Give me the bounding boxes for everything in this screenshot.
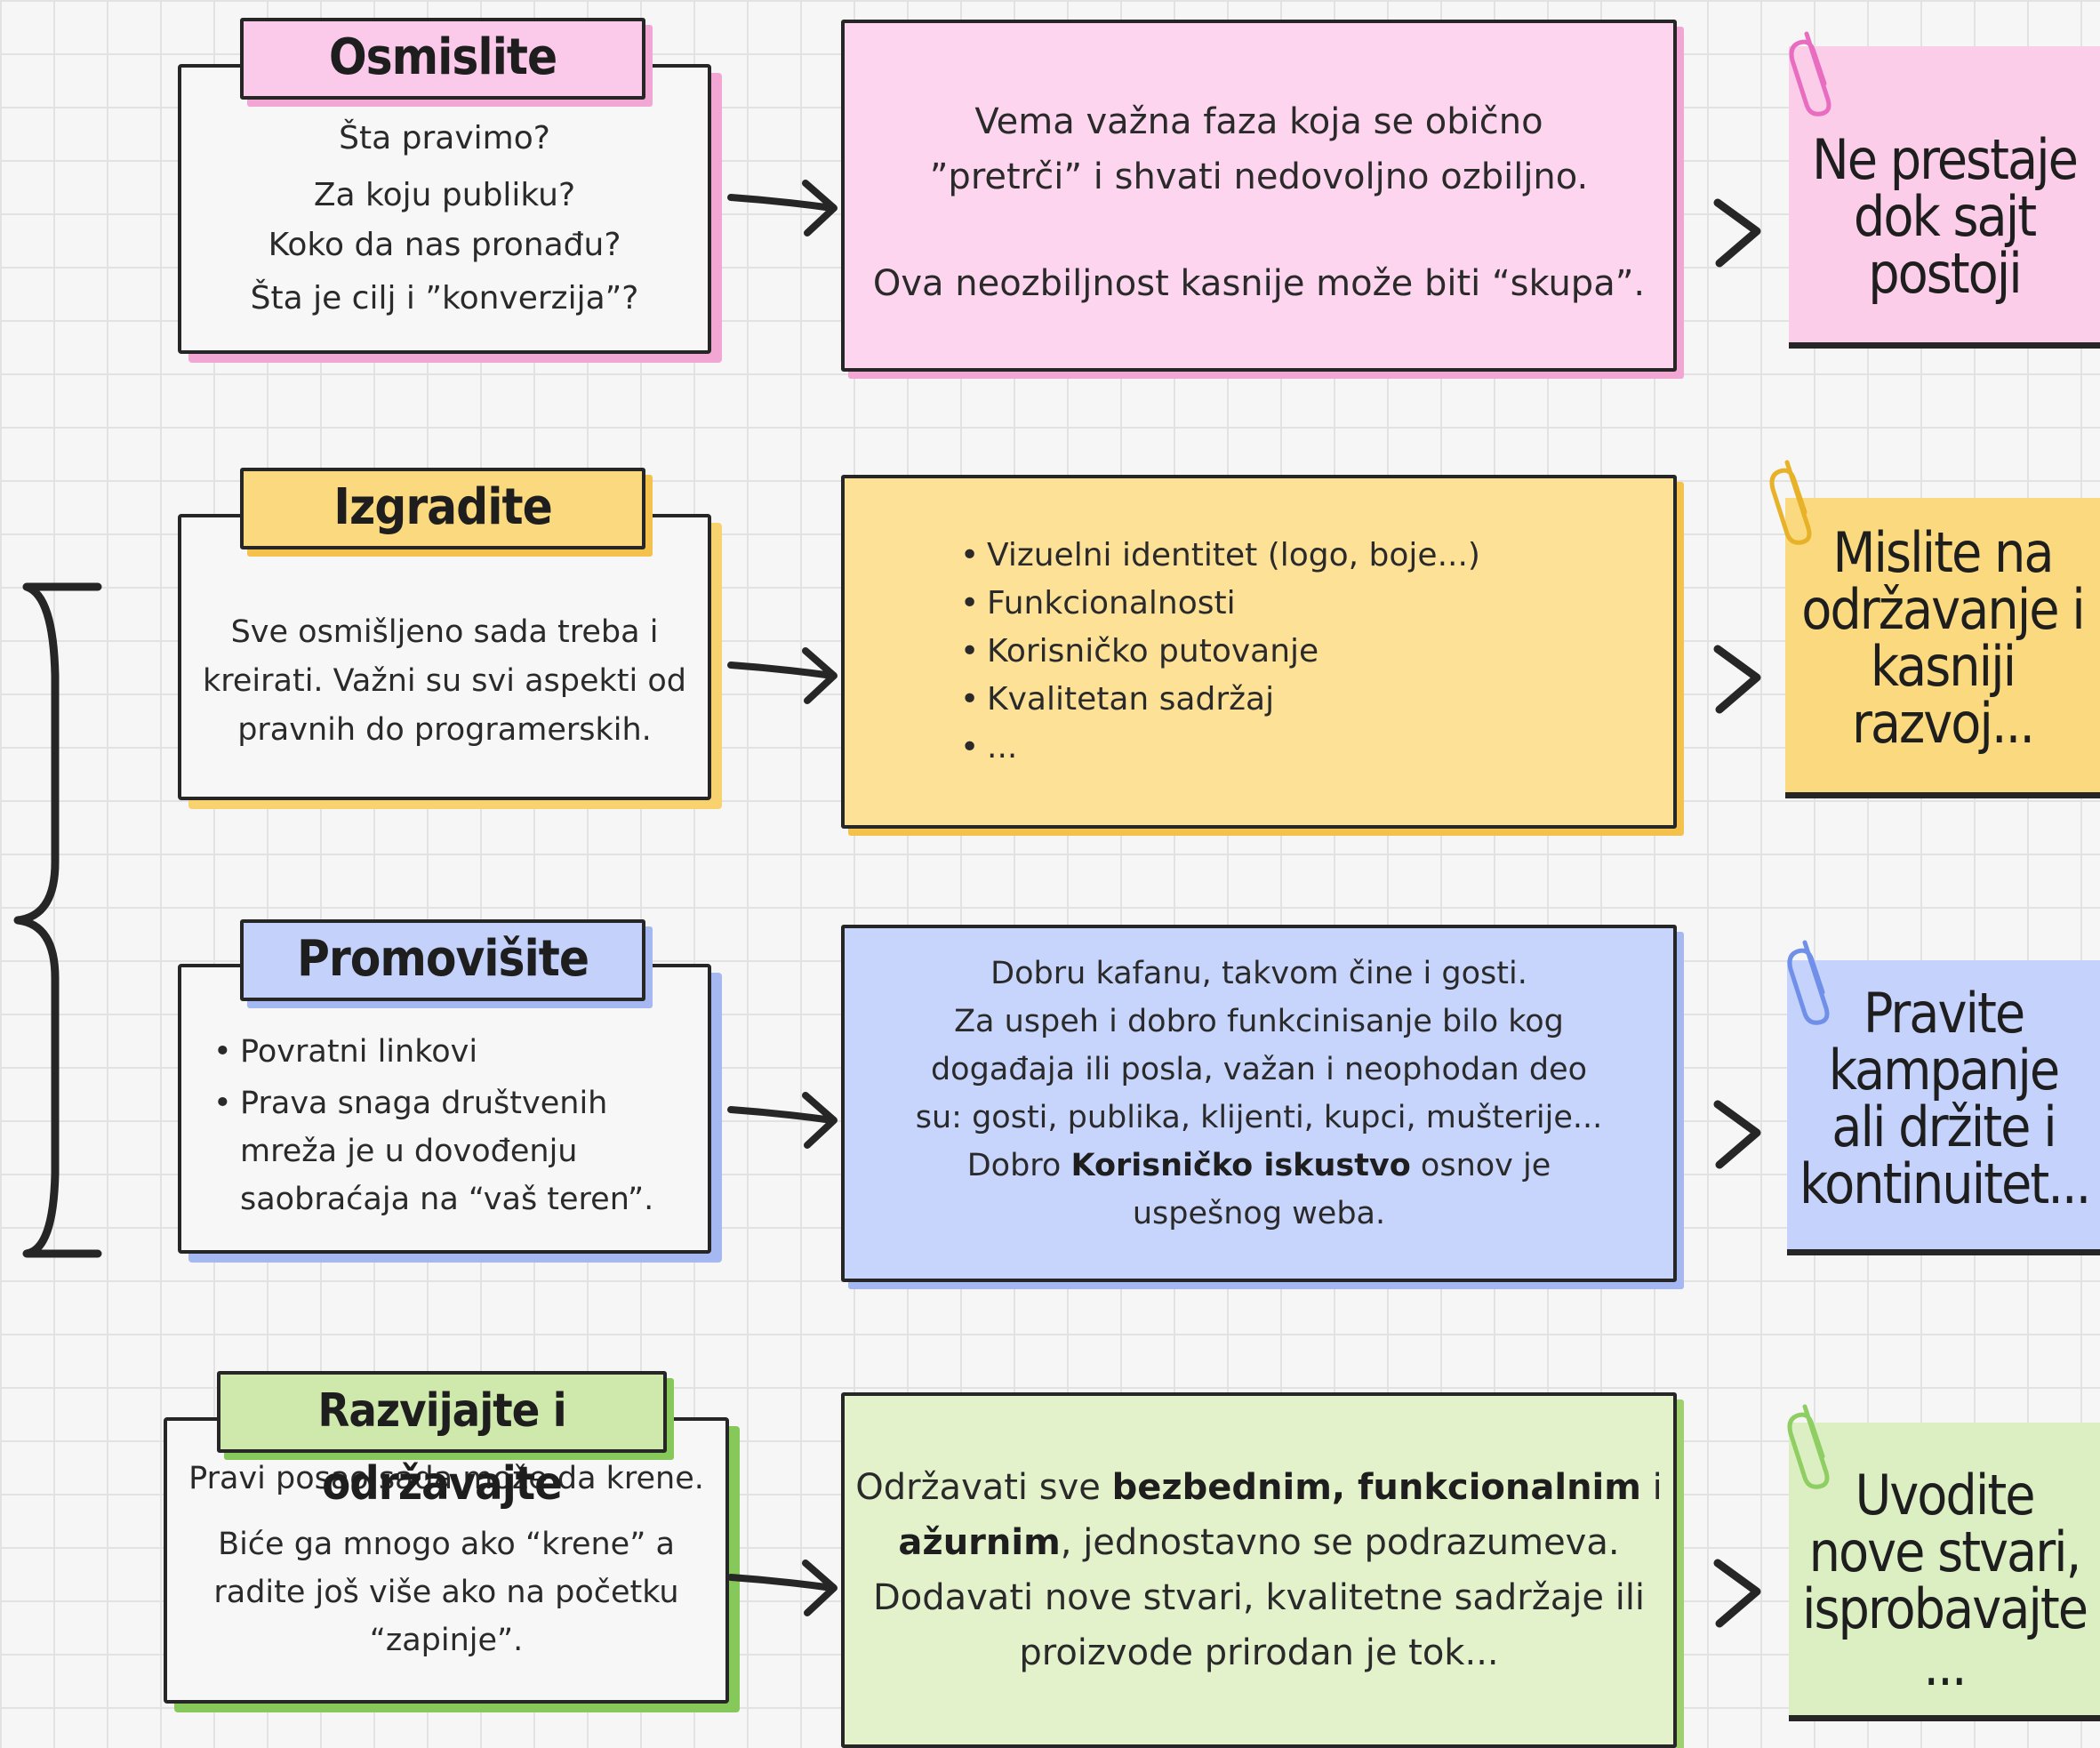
mid-line: Za uspeh i dobro funkcinisanje bilo kog	[954, 1004, 1564, 1039]
bold-text: ažurnim	[898, 1522, 1061, 1563]
sticky-note-razvijajte: Uvodite nove stvari, isprobavajte ...	[1789, 1423, 2100, 1721]
card-line: Za koju publiku?	[313, 177, 576, 213]
tab-izgradite: Izgradite	[240, 468, 645, 549]
arrow-right-icon	[727, 1092, 838, 1149]
chevron-right-icon	[1713, 645, 1761, 714]
chevron-right-icon	[1713, 198, 1761, 268]
bracket-icon	[13, 582, 102, 1258]
text-span: Dobro	[966, 1148, 1071, 1183]
text-span: i	[1640, 1467, 1663, 1508]
chevron-right-icon	[1713, 1100, 1761, 1169]
card-line: Šta je cilj i ”konverzija”?	[250, 280, 639, 317]
sticky-note-text: Ne prestaje dok sajt postoji	[1812, 127, 2079, 306]
card-line: “zapinje”.	[369, 1623, 524, 1658]
sticky-note-izgradite: Mislite na održavanje i kasniji razvoj..…	[1785, 498, 2100, 798]
mid-box-text: Vema važna faza koja se obično ”pretrči”…	[845, 94, 1673, 311]
sticky-note-promovisite: Pravite kampanje ali držite i kontinuite…	[1787, 960, 2100, 1255]
mid-box-izgradite: Vizuelni identitet (logo, boje...) Funkc…	[841, 475, 1677, 829]
tab-osmislite: Osmislite	[240, 18, 645, 100]
card-razvijajte: Pravi posao sada može da krene. Biće ga …	[164, 1417, 729, 1704]
arrow-right-icon	[727, 180, 838, 237]
sticky-note-text: Mislite na održavanje i kasniji razvoj..…	[1801, 520, 2085, 756]
text-span: , jednostavno se podrazumeva.	[1060, 1522, 1620, 1563]
list-item: Prava snaga društvenih mreža je u dovođe…	[208, 1079, 695, 1223]
mid-line: Vema važna faza koja se obično	[974, 101, 1543, 142]
paperclip-icon	[1769, 460, 1812, 545]
sticky-note-osmislite: Ne prestaje dok sajt postoji	[1789, 46, 2100, 349]
list-item: Funkcionalnosti	[955, 580, 1480, 628]
tab-label: Razvijajte i održavajte	[317, 1384, 566, 1511]
mid-box-promovisite: Dobru kafanu, takvom čine i gosti. Za us…	[841, 925, 1677, 1282]
arrow-right-icon	[727, 647, 838, 704]
mid-line: ažurnim, jednostavno se podrazumeva.	[845, 1515, 1673, 1570]
card-line: radite još više ako na početku	[213, 1575, 679, 1610]
mid-line: Dobru kafanu, takvom čine i gosti.	[990, 956, 1527, 991]
mid-line: Dodavati nove stvari, kvalitetne sadržaj…	[872, 1577, 1646, 1618]
text-span: osnov je	[1410, 1148, 1551, 1183]
arrow-right-icon	[727, 1560, 838, 1616]
chevron-right-icon	[1713, 1559, 1761, 1628]
tab-label: Promovišite	[296, 930, 589, 988]
card-line: pravnih do programerskih.	[237, 712, 652, 748]
mid-box-text: Održavati sve bezbednim, funkcionalnim i…	[845, 1460, 1673, 1680]
card-line: Koko da nas pronađu?	[268, 227, 621, 263]
list-item: ...	[955, 724, 1480, 772]
sticky-note-text: Uvodite nove stvari, isprobavajte ...	[1801, 1463, 2088, 1698]
bold-text: ,	[1331, 1467, 1359, 1508]
mid-line: uspešnog weba.	[1132, 1196, 1386, 1231]
card-osmislite-text: Šta pravimo? Za koju publiku? Koko da na…	[181, 114, 708, 324]
card-razvijajte-text: Pravi posao sada može da krene. Biće ga …	[167, 1455, 725, 1664]
list-item: Korisničko putovanje	[955, 628, 1480, 676]
card-line: kreirati. Važni su svi aspekti od	[202, 663, 686, 699]
mid-box-razvijajte: Održavati sve bezbednim, funkcionalnim i…	[841, 1392, 1677, 1748]
bold-text: funkcionalnim	[1358, 1467, 1641, 1508]
mid-bullet-list: Vizuelni identitet (logo, boje...) Funkc…	[955, 532, 1480, 772]
sticky-note-text: Pravite kampanje ali držite i kontinuite…	[1799, 981, 2091, 1216]
card-line: Biće ga mnogo ako “krene” a	[218, 1527, 675, 1562]
paperclip-icon	[1789, 31, 1831, 116]
card-promovisite: Povratni linkovi Prava snaga društvenih …	[178, 964, 711, 1254]
list-item: Kvalitetan sadržaj	[955, 676, 1480, 724]
card-osmislite: Šta pravimo? Za koju publiku? Koko da na…	[178, 64, 711, 354]
list-item: Vizuelni identitet (logo, boje...)	[955, 532, 1480, 580]
tab-razvijajte: Razvijajte i održavajte	[217, 1371, 667, 1511]
card-line: Pravi posao sada može da krene.	[188, 1461, 704, 1496]
mid-line: Dobro Korisničko iskustvo osnov je	[845, 1142, 1673, 1190]
mid-line: Održavati sve bezbednim, funkcionalnim i	[845, 1460, 1673, 1515]
mid-line: proizvode prirodan je tok...	[1019, 1632, 1499, 1673]
text-span: Održavati sve	[855, 1467, 1112, 1508]
mid-line: su: gosti, publika, klijenti, kupci, muš…	[915, 1100, 1603, 1135]
card-line: Sve osmišljeno sada treba i	[230, 614, 659, 650]
mid-box-osmislite: Vema važna faza koja se obično ”pretrči”…	[841, 20, 1677, 372]
card-izgradite: Sve osmišljeno sada treba i kreirati. Va…	[178, 514, 711, 800]
bold-text: bezbednim	[1111, 1467, 1332, 1508]
mid-line: Ova neozbiljnost kasnije može biti “skup…	[872, 263, 1646, 304]
paperclip-icon	[1787, 940, 1830, 1025]
mid-line: događaja ili posla, važan i neophodan de…	[930, 1052, 1588, 1087]
tab-label: Izgradite	[333, 478, 553, 536]
bold-text: Korisničko iskustvo	[1070, 1148, 1411, 1183]
card-bullet-list: Povratni linkovi Prava snaga društvenih …	[208, 1028, 695, 1223]
mid-line: ”pretrči” i shvati nedovoljno ozbiljno.	[929, 156, 1589, 197]
card-line: Šta pravimo?	[339, 120, 550, 156]
tab-promovisite: Promovišite	[240, 919, 645, 1001]
mid-box-text: Dobru kafanu, takvom čine i gosti. Za us…	[845, 950, 1673, 1238]
card-izgradite-text: Sve osmišljeno sada treba i kreirati. Va…	[181, 608, 708, 755]
paperclip-icon	[1787, 1404, 1830, 1489]
list-item: Povratni linkovi	[208, 1028, 695, 1076]
tab-label: Osmislite	[328, 28, 557, 86]
